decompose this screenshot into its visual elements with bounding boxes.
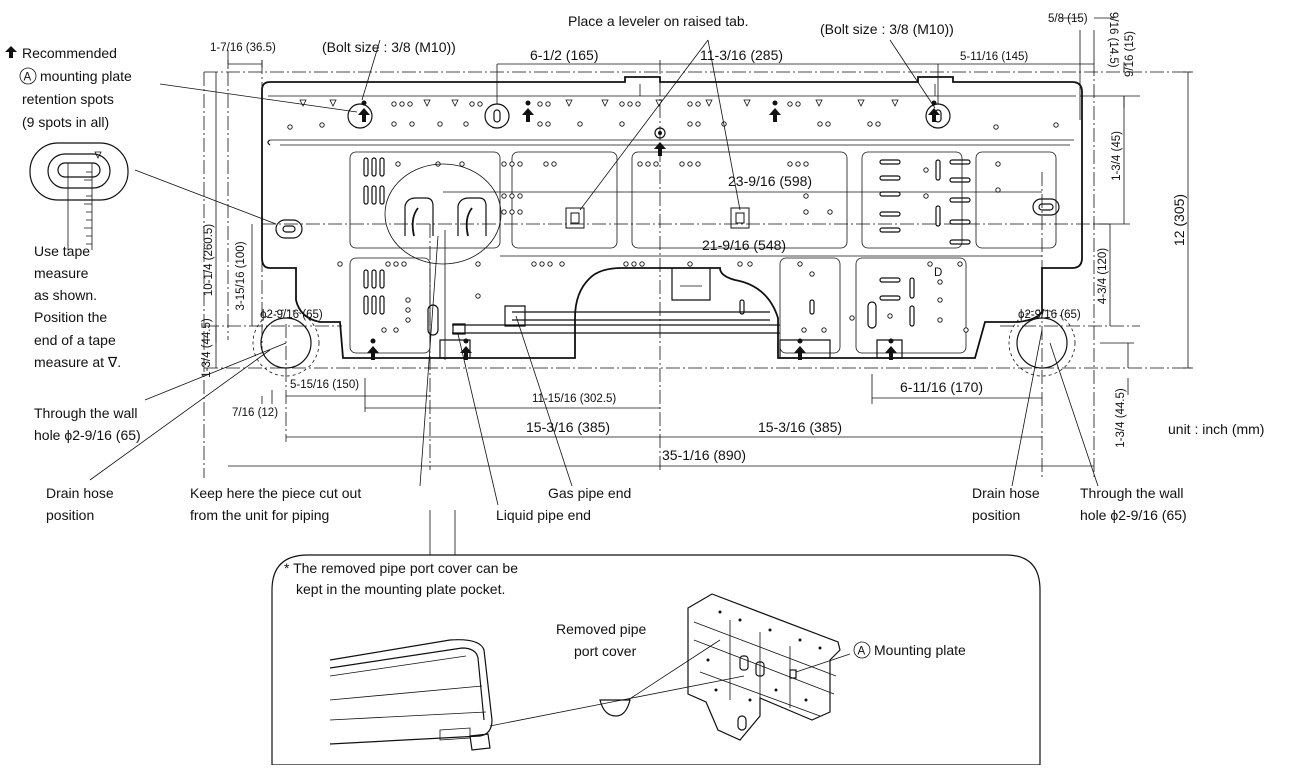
drain-right-line2: position bbox=[972, 507, 1020, 523]
wall-hole-right-line1: Through the wall bbox=[1080, 485, 1184, 501]
retention-spot-markers bbox=[358, 100, 940, 360]
bolt-label-left: (Bolt size : 3/8 (M10)) bbox=[322, 39, 456, 55]
inset-marker: A bbox=[858, 646, 866, 658]
indoor-unit-illustration bbox=[329, 639, 493, 751]
tape-line5: end of a tape bbox=[34, 332, 116, 348]
dim-6-11-16: 6-11/16 (170) bbox=[900, 379, 983, 395]
tape-instructions: Use tape measure as shown. Position the … bbox=[34, 243, 121, 370]
wall-hole-left bbox=[260, 317, 312, 369]
inset-note-line1: * The removed pipe port cover can be bbox=[284, 560, 518, 576]
mounting-plate-label: Mounting plate bbox=[874, 642, 966, 658]
dim-11-3-16: 11-3/16 (285) bbox=[700, 47, 783, 63]
dim-7-16: 7/16 (12) bbox=[232, 407, 278, 419]
leader-lines bbox=[89, 39, 1099, 555]
pipe-port-cover bbox=[599, 699, 631, 717]
drain-left-line2: position bbox=[46, 507, 94, 523]
svg-text:D: D bbox=[934, 267, 942, 279]
hole-right-label: ϕ2-9/16 (65) bbox=[1018, 309, 1081, 321]
tape-line6: measure at ∇. bbox=[34, 354, 121, 370]
wall-hole-right-line2: hole ϕ2-9/16 (65) bbox=[1080, 507, 1187, 523]
dim-15-3-16-right: 15-3/16 (385) bbox=[758, 419, 842, 435]
drain-right-line1: Drain hose bbox=[972, 485, 1040, 501]
dim-1-3-4-45: 1-3/4 (45) bbox=[1111, 131, 1123, 181]
keep-line2: from the unit for piping bbox=[190, 507, 329, 523]
dim-23-9-16: 23-9/16 (598) bbox=[728, 173, 812, 189]
inset-note-line2: kept in the mounting plate pocket. bbox=[296, 581, 505, 597]
callouts: Place a leveler on raised tab. (Bolt siz… bbox=[34, 13, 1264, 523]
dim-5-15-16: 5-15/16 (150) bbox=[290, 379, 359, 391]
drain-left-line1: Drain hose bbox=[46, 485, 114, 501]
dim-3-15-16: 3-15/16 (100) bbox=[235, 241, 247, 310]
pocket-highlight bbox=[384, 163, 502, 265]
legend-marker: A bbox=[24, 72, 32, 84]
inset-panel: * The removed pipe port cover can be kep… bbox=[271, 554, 1041, 766]
mounting-plate: D bbox=[261, 76, 1083, 359]
dim-10-1-4: 10-1/4 (260.5) bbox=[203, 224, 215, 296]
tape-line3: as shown. bbox=[34, 287, 97, 303]
legend-line2: mounting plate bbox=[40, 68, 132, 84]
bolt-label-right: (Bolt size : 3/8 (M10)) bbox=[820, 21, 954, 37]
dim-35-1-16: 35-1/16 (890) bbox=[662, 447, 746, 463]
tape-line2: measure bbox=[34, 265, 89, 281]
legend-line3: retention spots bbox=[22, 91, 114, 107]
dim-5-8: 5/8 (15) bbox=[1048, 13, 1088, 25]
unit-label: unit : inch (mm) bbox=[1168, 421, 1264, 437]
dim-5-11-16: 5-11/16 (145) bbox=[960, 51, 1028, 63]
removed-cover-line2: port cover bbox=[574, 643, 637, 659]
hole-left-label: ϕ2-9/16 (65) bbox=[260, 309, 323, 321]
wall-hole-right bbox=[1016, 317, 1068, 369]
gas-pipe-label: Gas pipe end bbox=[548, 485, 631, 501]
mounting-plate-illustration bbox=[687, 593, 851, 741]
legend-line4: (9 spots in all) bbox=[22, 114, 109, 130]
wall-hole-left-line2: hole ϕ2-9/16 (65) bbox=[34, 427, 141, 443]
removed-cover-line1: Removed pipe bbox=[556, 621, 646, 637]
dim-15-3-16-left: 15-3/16 (385) bbox=[526, 419, 610, 435]
tape-line1: Use tape bbox=[34, 243, 90, 259]
dim-1-3-4-44-5-left: 1-3/4 (44.5) bbox=[201, 318, 213, 378]
dimension-labels: 1-7/16 (36.5) 6-1/2 (165) 11-3/16 (285) … bbox=[201, 12, 1187, 463]
liquid-pipe-label: Liquid pipe end bbox=[496, 507, 591, 523]
dimension-lines bbox=[215, 17, 1193, 467]
keep-line1: Keep here the piece cut out bbox=[190, 485, 361, 501]
dim-1-7-16: 1-7/16 (36.5) bbox=[210, 42, 276, 54]
legend-title: Recommended bbox=[22, 45, 117, 61]
dim-12-305: 12 (305) bbox=[1171, 194, 1187, 246]
tape-measure-icon bbox=[29, 142, 129, 250]
leveler-label: Place a leveler on raised tab. bbox=[568, 13, 749, 29]
dim-9-16-15: 9/16 (15) bbox=[1124, 31, 1136, 77]
tape-line4: Position the bbox=[34, 309, 107, 325]
dim-11-15-16: 11-15/16 (302.5) bbox=[532, 393, 616, 405]
center-lines bbox=[203, 50, 1192, 478]
dim-4-3-4: 4-3/4 (120) bbox=[1097, 248, 1109, 304]
dim-6-1-2: 6-1/2 (165) bbox=[530, 47, 598, 63]
dim-9-16-14-5: 9/16 (14.5) bbox=[1107, 12, 1119, 68]
wall-hole-left-line1: Through the wall bbox=[34, 405, 138, 421]
dim-1-3-4-44-5-right: 1-3/4 (44.5) bbox=[1115, 388, 1127, 448]
dim-21-9-16: 21-9/16 (548) bbox=[702, 237, 786, 253]
legend: Recommended A mounting plate retention s… bbox=[5, 45, 132, 130]
